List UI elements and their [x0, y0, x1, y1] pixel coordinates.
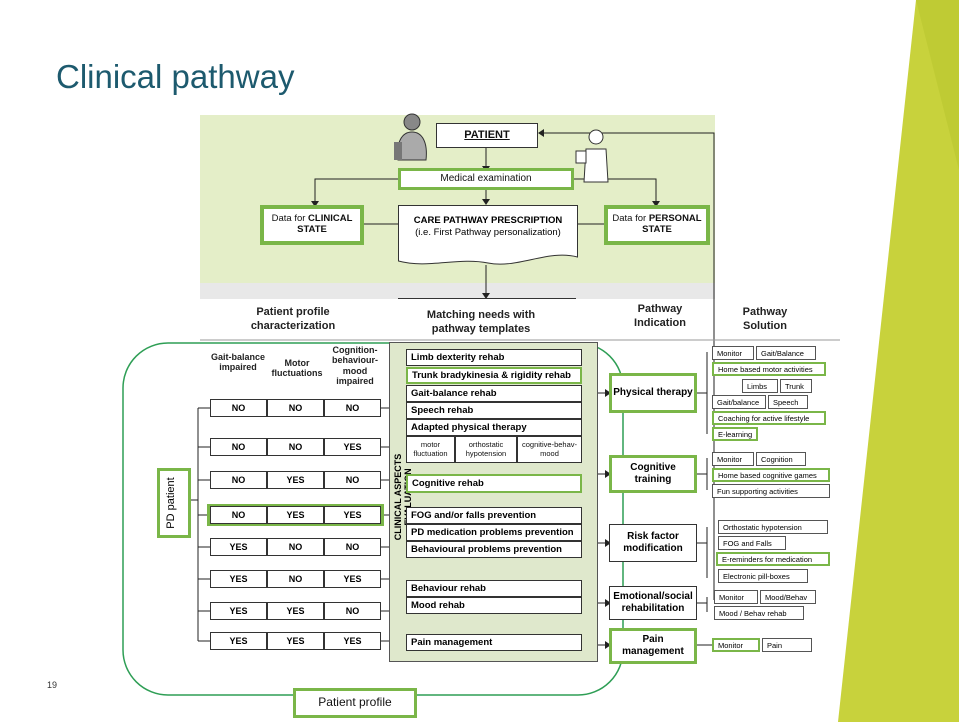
- profile-cell: NO: [324, 471, 381, 489]
- hidden-box-edge: [398, 298, 576, 301]
- template-gait: Gait-balance rehab: [406, 385, 582, 402]
- care-pathway-title: CARE PATHWAY PRESCRIPTION: [413, 215, 563, 226]
- indication-cognitive: Cognitive training: [609, 455, 697, 493]
- personal-state-label: PERSONAL STATE: [642, 213, 702, 235]
- care-pathway-subtitle: (i.e. First Pathway personalization): [415, 227, 561, 239]
- solution-coaching: Coaching for active lifestyle: [712, 411, 826, 425]
- profile-cell: NO: [210, 438, 267, 456]
- indication-physical: Physical therapy: [609, 373, 697, 413]
- profile-cell: YES: [267, 506, 324, 524]
- profile-cell: YES: [324, 570, 381, 588]
- template-mood: Mood rehab: [406, 597, 582, 614]
- clinical-state-box: Data for CLINICAL STATE: [260, 205, 364, 245]
- solution-gait-balance: Gait/Balance: [756, 346, 816, 360]
- header-profile: Patient profile characterization: [250, 306, 336, 332]
- care-pathway-prescription-shape: [398, 205, 578, 265]
- solution-monitor-emotional: Monitor: [714, 590, 758, 604]
- medical-examination-box: Medical examination: [398, 168, 574, 190]
- profile-cell: YES: [324, 506, 381, 524]
- header-solution: Pathway Solution: [742, 306, 788, 332]
- template-pdmed: PD medication problems prevention: [406, 524, 582, 541]
- profile-cell: YES: [210, 632, 267, 650]
- template-limb: Limb dexterity rehab: [406, 349, 582, 366]
- profile-cell: YES: [210, 538, 267, 556]
- patient-figure-icon: [394, 113, 427, 161]
- solution-ortho: Orthostatic hypotension: [718, 520, 828, 534]
- subtype-ortho: orthostatic hypotension: [455, 436, 517, 463]
- indication-emotional: Emotional/social rehabilitation: [609, 586, 697, 620]
- highlighted-profile-row: [207, 504, 384, 526]
- profile-cell: NO: [267, 399, 324, 417]
- solution-home-cognitive: Home based cognitive games: [712, 468, 830, 482]
- profile-cell: NO: [324, 602, 381, 620]
- solution-pain: Pain: [762, 638, 812, 652]
- col-gait: Gait-balance impaired: [210, 352, 266, 373]
- template-behav-rehab: Behaviour rehab: [406, 580, 582, 597]
- patient-box: PATIENT: [436, 123, 538, 148]
- profile-cell: NO: [210, 399, 267, 417]
- solution-mood-behav-rehab: Mood / Behav rehab: [714, 606, 804, 620]
- template-adapted: Adapted physical therapy: [406, 419, 582, 436]
- profile-cell: NO: [210, 506, 267, 524]
- clinical-aspects-label: CLINICAL ASPECTS EVALUATION: [393, 453, 413, 541]
- profile-cell: YES: [267, 602, 324, 620]
- solution-fun: Fun supporting activities: [712, 484, 830, 498]
- solution-gait-balance-2: Gait/balance: [712, 395, 766, 409]
- clinical-state-prefix: Data for: [271, 213, 309, 225]
- adapted-subtypes: motor fluctuation orthostatic hypotensio…: [406, 436, 582, 463]
- pd-patient-box: [157, 468, 191, 538]
- solution-cognition: Cognition: [756, 452, 806, 466]
- profile-cell: YES: [324, 632, 381, 650]
- solution-mood-behav: Mood/Behav: [760, 590, 816, 604]
- template-behav-prev: Behavioural problems prevention: [406, 541, 582, 558]
- solution-fog-falls: FOG and Falls: [718, 536, 786, 550]
- template-fog: FOG and/or falls prevention: [406, 507, 582, 524]
- indication-pain: Pain management: [609, 628, 697, 664]
- solution-home-motor: Home based motor activities: [712, 362, 826, 376]
- template-trunk: Trunk bradykinesia & rigidity rehab: [406, 367, 582, 384]
- pd-patient-label: PD patient: [165, 477, 177, 529]
- profile-cell: NO: [267, 438, 324, 456]
- profile-cell: NO: [267, 570, 324, 588]
- care-pathway-text: CARE PATHWAY PRESCRIPTION (i.e. First Pa…: [398, 215, 578, 240]
- profile-cell: YES: [210, 602, 267, 620]
- profile-cell: YES: [210, 570, 267, 588]
- decorative-slant-shape: [838, 0, 959, 722]
- col-cognition: Cognition-behaviour-mood impaired: [331, 345, 378, 387]
- profile-cell: NO: [324, 538, 381, 556]
- slide-title: Clinical pathway: [56, 58, 295, 95]
- header-indication: Pathway Indication: [634, 303, 686, 329]
- solution-monitor-pain: Monitor: [712, 638, 760, 652]
- solution-speech: Speech: [768, 395, 808, 409]
- profile-cell: YES: [267, 471, 324, 489]
- patient-profile-box: Patient profile: [293, 688, 417, 718]
- template-speech: Speech rehab: [406, 402, 582, 419]
- solution-monitor-physical: Monitor: [712, 346, 754, 360]
- solution-trunk: Trunk: [780, 379, 812, 393]
- template-pain: Pain management: [406, 634, 582, 651]
- solution-pillboxes: Electronic pill-boxes: [718, 569, 808, 583]
- header-matching: Matching needs with pathway templates: [426, 309, 536, 335]
- solution-elearning: E-learning: [712, 427, 758, 441]
- top-flow-grey-band: [200, 283, 715, 299]
- solution-ereminders: E-reminders for medication: [716, 552, 830, 566]
- subtype-cog: cognitive-behav-mood: [517, 436, 582, 463]
- profile-cell: YES: [324, 438, 381, 456]
- solution-monitor-cognitive: Monitor: [712, 452, 754, 466]
- template-cognitive: Cognitive rehab: [406, 474, 582, 493]
- profile-cell: YES: [267, 632, 324, 650]
- solution-limbs: Limbs: [742, 379, 778, 393]
- profile-cell: NO: [267, 538, 324, 556]
- doctor-figure-icon: [575, 129, 609, 183]
- subtype-motor: motor fluctuation: [406, 436, 455, 463]
- personal-state-prefix: Data for: [612, 213, 649, 225]
- personal-state-box: Data for PERSONAL STATE: [604, 205, 710, 245]
- col-motor: Motor fluctuations: [271, 358, 323, 379]
- profile-cell: NO: [210, 471, 267, 489]
- clinical-state-label: CLINICAL STATE: [297, 213, 353, 235]
- profile-cell: NO: [324, 399, 381, 417]
- slide-number: 19: [47, 680, 58, 690]
- indication-risk: Risk factor modification: [609, 524, 697, 562]
